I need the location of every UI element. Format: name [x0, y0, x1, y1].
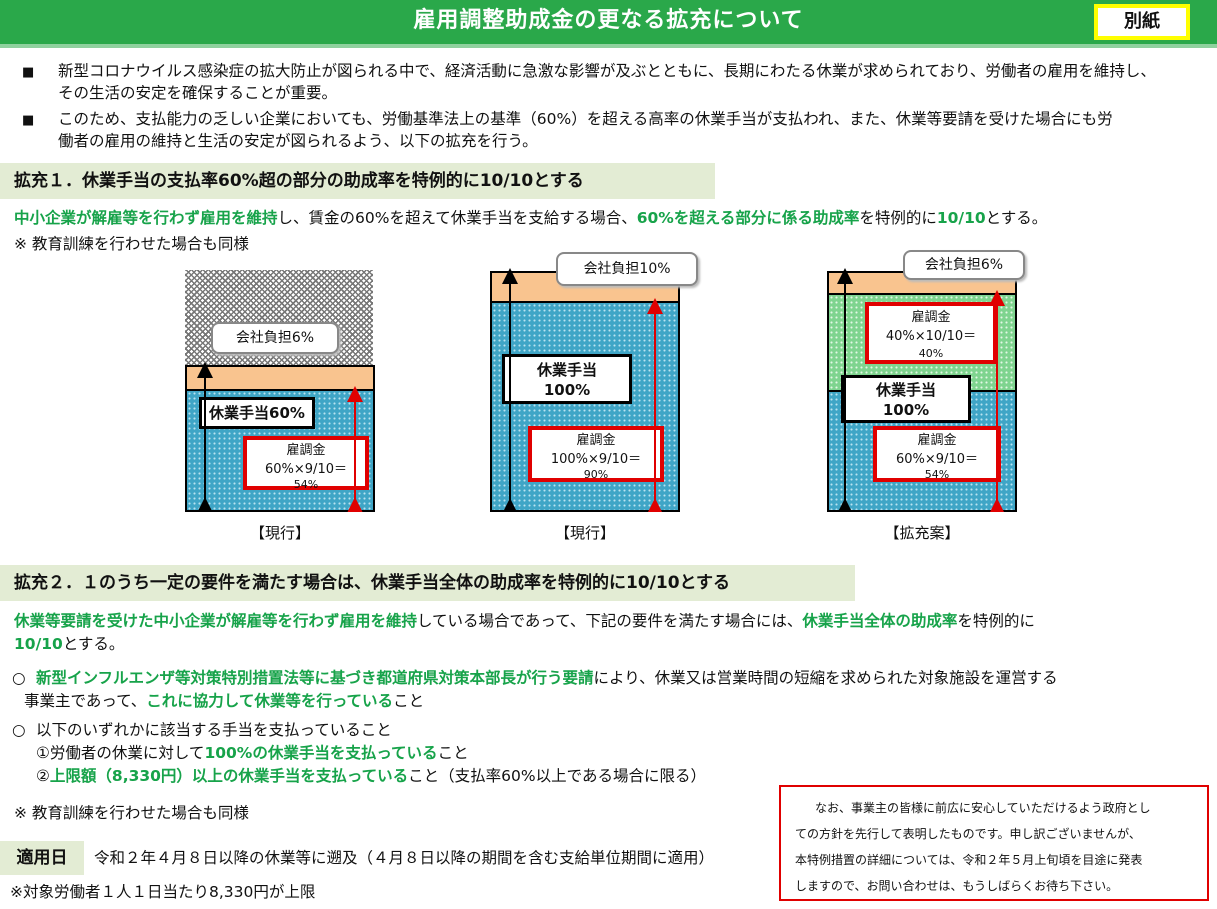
requirement-2-option-a: ①労働者の休業に対して100%の休業手当を支払っていること	[36, 744, 469, 762]
company-burden-bubble: 会社負担6%	[903, 250, 1025, 280]
page-title: 雇用調整助成金の更なる拡充について	[413, 8, 804, 33]
allowance-label: 休業手当 100%	[502, 354, 632, 404]
subsidy-box: 雇調金 60%×9/10＝ 54%	[873, 426, 1001, 482]
section-1-heading: 拡充１．休業手当の支払率60%超の部分の助成率を特例的に10/10とする	[0, 163, 715, 199]
hatched-area	[185, 270, 373, 366]
apply-date-text: 令和２年４月８日以降の休業等に遡及（４月８日以降の期間を含む支給単位期間に適用）	[94, 849, 715, 867]
diagram-1-caption: 【現行】	[249, 524, 310, 542]
section-1-note: ※ 教育訓練を行わせた場合も同様	[14, 235, 249, 253]
company-burden-bubble: 会社負担10%	[556, 252, 698, 286]
section-2-note: ※ 教育訓練を行わせた場合も同様	[14, 804, 249, 822]
diagram-2-caption: 【現行】	[554, 524, 615, 542]
apply-footnote: ※対象労働者１人１日当たり8,330円が上限	[10, 883, 316, 901]
notice-box: なお、事業主の皆様に前広に安心していただけるよう政府とし ての方針を先行して表明…	[779, 785, 1209, 901]
intro-item-2-line-1: このため、支払能力の乏しい企業においても、労働基準法上の基準（60%）を超える高…	[58, 110, 1113, 128]
header-accent-line	[0, 44, 1217, 48]
requirement-1-line-2: 事業主であって、これに協力して休業等を行っていること	[24, 692, 425, 710]
diagram-arrows	[502, 268, 663, 512]
section-1-description: 中小企業が解雇等を行わず雇用を維持し、賃金の60%を超えて休業手当を支給する場合…	[14, 209, 1048, 227]
requirement-2-option-b: ②上限額（8,330円）以上の休業手当を支払っていること（支払率60%以上である…	[36, 767, 706, 785]
bullet-icon: ■	[22, 65, 35, 80]
intro-item-1-line-1: 新型コロナウイルス感染症の拡大防止が図られる中で、経済活動に急激な影響が及ぶとと…	[58, 62, 1156, 80]
attachment-badge: 別紙	[1094, 4, 1190, 40]
section-2-heading: 拡充２．１のうち一定の要件を満たす場合は、休業手当全体の助成率を特例的に10/1…	[0, 565, 855, 601]
diagram-current-60: 会社負担6% 休業手当60% 雇調金 60%×9/10＝ 54%	[185, 270, 375, 512]
requirement-2-mark: ○	[12, 721, 26, 739]
diagram-current-100: 会社負担10% 休業手当 100% 雇調金 100%×9/10＝ 90%	[490, 250, 698, 512]
section-2-description-line-2: 10/10とする。	[14, 635, 125, 653]
apply-date-label: 適用日	[0, 841, 84, 875]
requirement-2-line-1: 以下のいずれかに該当する手当を支払っていること	[36, 721, 392, 739]
section-2-description-line-1: 休業等要請を受けた中小企業が解雇等を行わず雇用を維持している場合であって、下記の…	[14, 612, 1035, 630]
company-burden-bubble: 会社負担6%	[211, 322, 339, 354]
expanded-subsidy-box: 雇調金 40%×10/10＝ 40%	[865, 302, 997, 364]
intro-item-1-line-2: その生活の安定を確保することが重要。	[58, 84, 338, 102]
intro-item-2-line-2: 働者の雇用の維持と生活の安定が図られるよう、以下の拡充を行う。	[58, 132, 538, 150]
diagram-arrows	[197, 362, 363, 512]
bullet-icon: ■	[22, 113, 35, 128]
diagram-expansion: 会社負担6% 雇調金 40%×10/10＝ 40% 休業手当 100% 雇調金 …	[827, 250, 1025, 512]
requirement-1-mark: ○	[12, 669, 26, 687]
diagram-arrows	[837, 268, 1005, 512]
requirement-1-line-1: 新型インフルエンザ等対策特別措置法等に基づき都道府県対策本部長が行う要請により、…	[36, 669, 1058, 687]
diagram-3-caption: 【拡充案】	[884, 524, 960, 542]
subsidy-box: 雇調金 100%×9/10＝ 90%	[528, 426, 664, 482]
header-bar	[0, 0, 1217, 44]
allowance-label: 休業手当60%	[199, 397, 315, 429]
